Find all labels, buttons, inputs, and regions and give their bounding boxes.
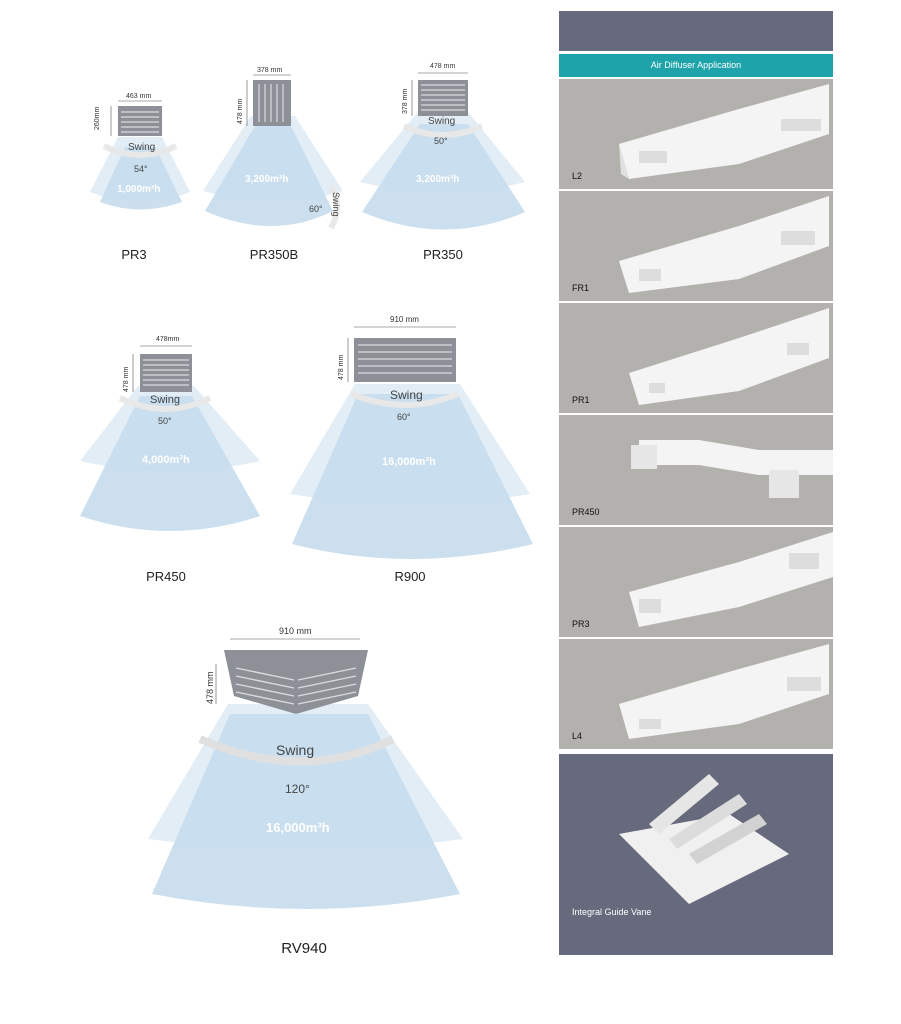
model-name: PR450 xyxy=(146,569,186,584)
height-label: 478 mm xyxy=(123,366,130,392)
flow-label: 4,000m³h xyxy=(142,454,190,466)
application-panel-l2: L2 xyxy=(559,79,833,189)
airflow-fan-mid xyxy=(100,147,182,210)
integral-guide-vane-panel: Integral Guide Vane xyxy=(559,754,833,955)
panel-label: L2 xyxy=(572,171,583,181)
height-label: 260mm xyxy=(94,106,101,130)
application-panel-pr450: PR450 xyxy=(559,415,833,525)
swing-label: Swing xyxy=(428,116,456,127)
model-name: PR3 xyxy=(121,247,147,262)
panel-label: PR3 xyxy=(572,619,590,629)
flow-label: 1,000m³h xyxy=(117,184,161,195)
swing-arc xyxy=(102,143,178,158)
panel-label: FR1 xyxy=(572,283,590,293)
sidebar-header: Air Diffuser Application xyxy=(559,54,833,77)
width-label: 478 mm xyxy=(430,63,456,70)
diagram-pr350b: 378 mm 478 mm 3,200m³h 60° Swing xyxy=(203,66,348,236)
sidebar-top-band xyxy=(559,11,833,51)
angle-label: 54° xyxy=(134,164,148,174)
guide-vane-illustration xyxy=(619,774,789,904)
diagram-pr350: 478 mm 378 mm Swing 50° 3,200m³h xyxy=(360,62,530,242)
swing-label: Swing xyxy=(128,142,156,153)
panel-label: PR450 xyxy=(572,507,600,517)
panel-label: Integral Guide Vane xyxy=(572,907,652,917)
diffuser-body xyxy=(118,106,162,136)
duct-illustration xyxy=(629,308,829,405)
width-label: 910 mm xyxy=(279,626,312,636)
angle-label: 60° xyxy=(397,412,411,422)
swing-arc xyxy=(118,395,212,412)
diagram-pr450: 478mm 478 mm Swing 50° 4,000m³h xyxy=(80,336,265,536)
height-label: 478 mm xyxy=(205,671,215,704)
airflow-fan-mid xyxy=(362,124,525,230)
model-name: R900 xyxy=(394,569,426,584)
width-label: 378 mm xyxy=(257,67,283,74)
duct-illustration xyxy=(631,440,833,498)
airflow-fan-mid xyxy=(292,394,533,559)
duct-illustration xyxy=(619,644,829,739)
application-panel-pr1: PR1 xyxy=(559,303,833,413)
flow-label: 16,000m³h xyxy=(382,456,436,468)
flow-label: 3,200m³h xyxy=(245,174,289,185)
airflow-fan-mid xyxy=(152,714,460,909)
duct-illustration xyxy=(619,196,829,293)
diffuser-body xyxy=(224,650,368,714)
flow-label: 16,000m³h xyxy=(266,820,330,835)
model-name: PR350B xyxy=(249,247,299,262)
application-panel-pr3: PR3 xyxy=(559,527,833,637)
height-label: 478 mm xyxy=(338,354,345,380)
airflow-fan-mid xyxy=(80,396,260,531)
swing-arc xyxy=(198,735,395,766)
width-label: 463 mm xyxy=(126,93,152,100)
swing-arc xyxy=(402,123,484,138)
duct-illustration xyxy=(629,532,833,627)
model-name: PR350 xyxy=(423,247,463,262)
diagram-r900: 910 mm 478 mm Swing 60° 16,000m³h xyxy=(290,314,535,564)
application-panel-fr1: FR1 xyxy=(559,191,833,301)
application-panel-l4: L4 xyxy=(559,639,833,749)
application-sidebar: Air Diffuser Application L2 FR1 PR1 xyxy=(559,11,833,955)
angle-label: 50° xyxy=(158,416,172,426)
airflow-fan-mid xyxy=(205,126,333,226)
swing-arc xyxy=(350,391,460,408)
width-label: 478mm xyxy=(156,336,180,343)
panel-label: L4 xyxy=(572,731,583,741)
flow-label: 3,200m³h xyxy=(416,174,460,185)
angle-label: 60° xyxy=(309,204,323,214)
panel-label: PR1 xyxy=(572,395,590,405)
swing-arc xyxy=(328,184,340,230)
model-name: RV940 xyxy=(281,940,327,957)
diagram-pr3: 463 mm 260mm Swing 54° 1,000m³h xyxy=(90,92,200,212)
duct-illustration xyxy=(619,84,829,179)
angle-label: 120° xyxy=(285,782,310,796)
angle-label: 50° xyxy=(434,136,448,146)
swing-label: Swing xyxy=(276,742,315,758)
height-label: 378 mm xyxy=(402,88,409,114)
swing-label: Swing xyxy=(331,192,341,217)
width-label: 910 mm xyxy=(390,315,419,324)
diagram-rv940: 910 mm 478 mm Swing 120° 16,000m³h xyxy=(148,624,468,914)
swing-label: Swing xyxy=(390,388,423,402)
height-label: 478 mm xyxy=(237,98,244,124)
swing-label: Swing xyxy=(150,394,180,406)
